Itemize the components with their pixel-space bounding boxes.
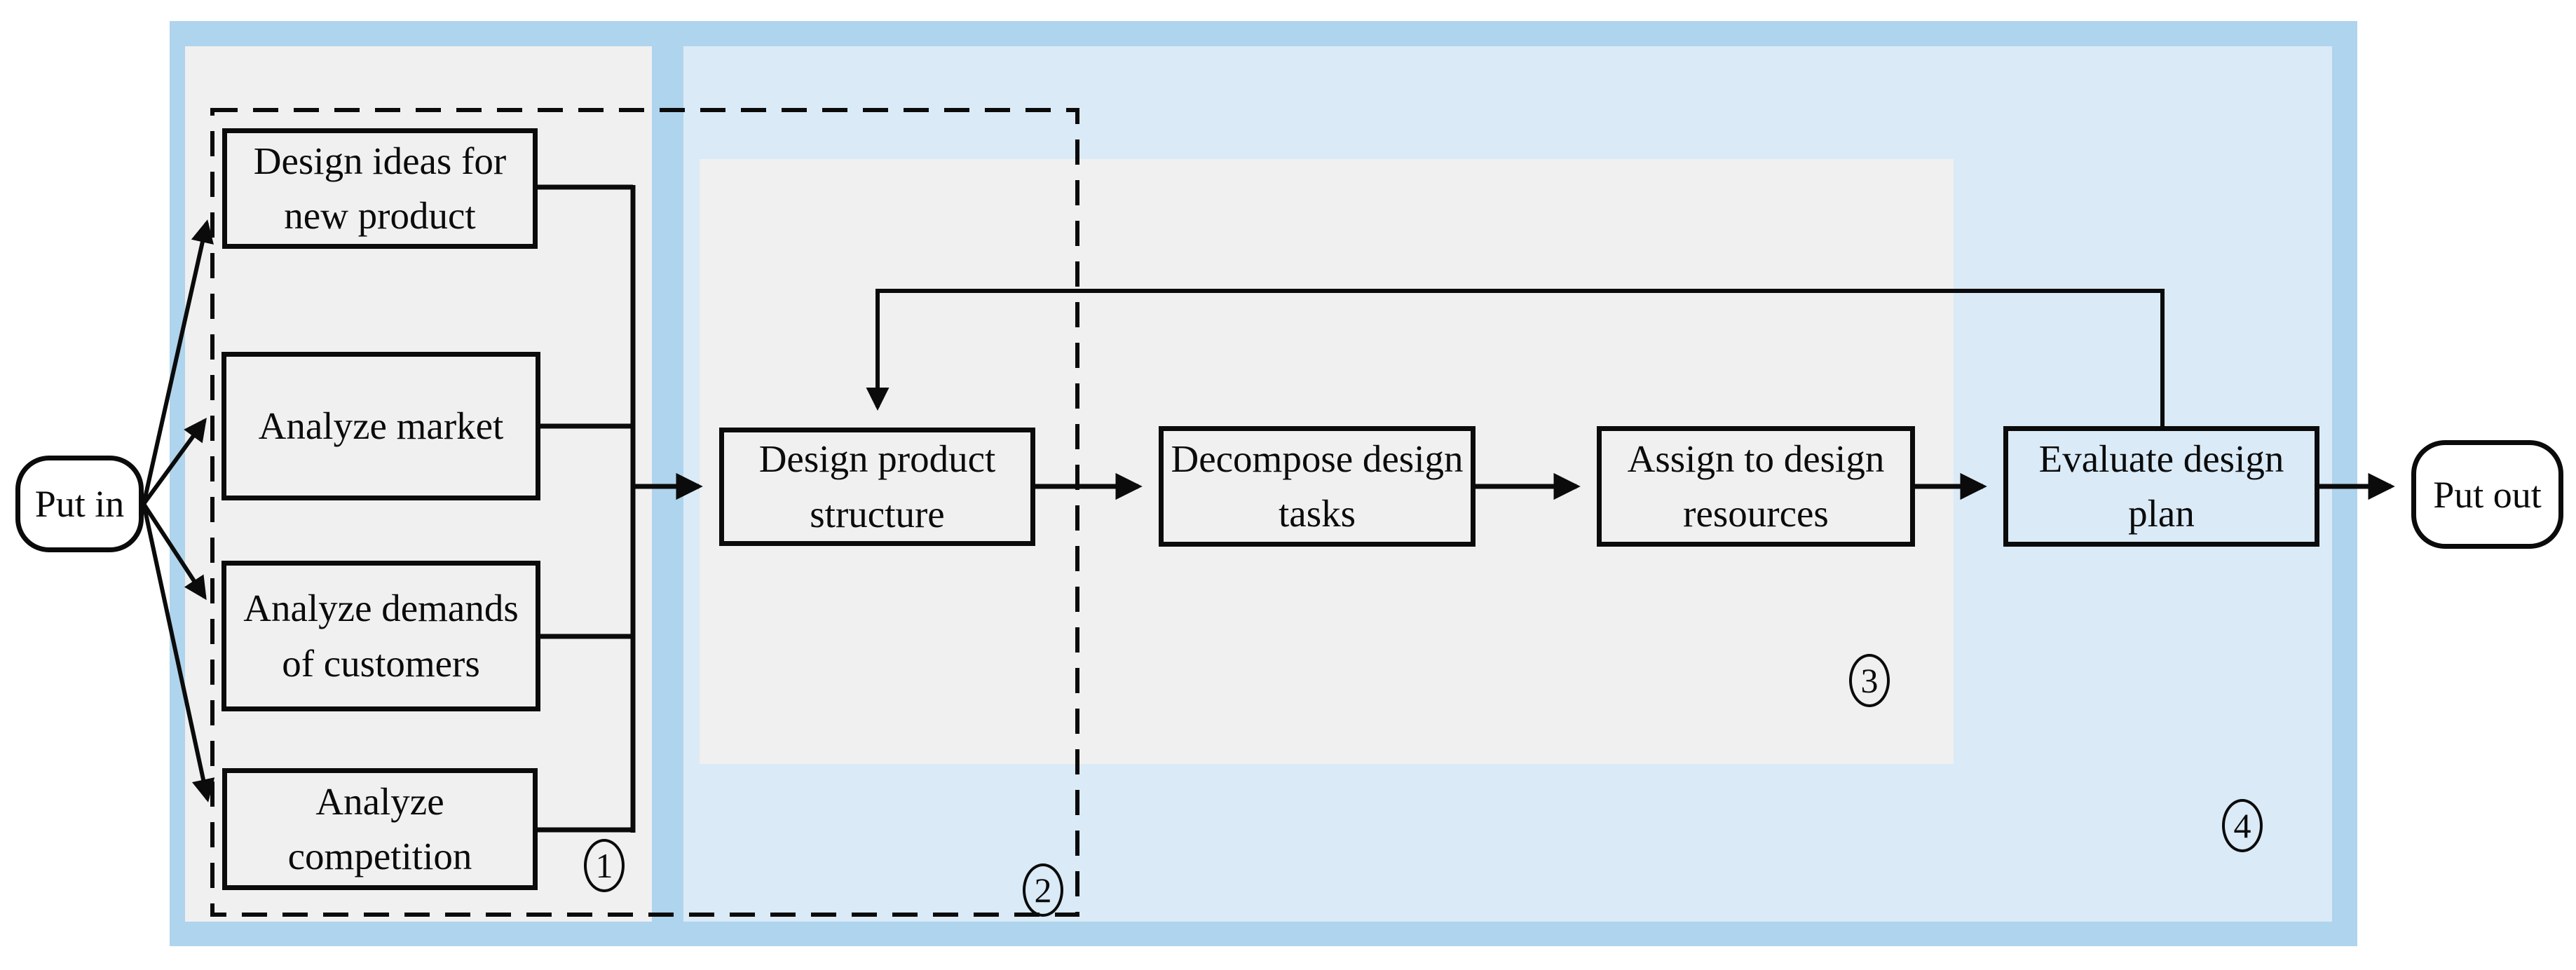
region-1-number: 1 [595, 846, 613, 885]
terminal-put-in: Put in [15, 456, 144, 552]
region-2-badge: 2 [1023, 863, 1063, 917]
region-3-number: 3 [1860, 661, 1879, 700]
box-assign-design-resources-label: Assign to design resources [1627, 437, 1885, 535]
box-design-product-structure-label: Design product structure [758, 437, 996, 535]
box-analyze-competition: Analyze competition [222, 768, 538, 890]
box-decompose-design-tasks: Decompose design tasks [1159, 426, 1476, 547]
box-assign-design-resources: Assign to design resources [1597, 426, 1915, 547]
region-3-badge: 3 [1849, 654, 1890, 707]
box-analyze-market: Analyze market [222, 352, 540, 500]
terminal-put-out: Put out [2411, 440, 2563, 549]
box-analyze-market-label: Analyze market [258, 404, 504, 447]
box-evaluate-design-plan-label: Evaluate design plan [2038, 437, 2284, 535]
terminal-put-in-label: Put in [34, 483, 125, 525]
box-decompose-design-tasks-label: Decompose design tasks [1171, 437, 1464, 535]
region-4-number: 4 [2233, 806, 2251, 845]
region-1-badge: 1 [584, 839, 625, 892]
terminal-put-out-label: Put out [2433, 473, 2542, 516]
box-design-product-structure: Design product structure [719, 428, 1035, 546]
box-evaluate-design-plan: Evaluate design plan [2003, 426, 2319, 547]
box-design-ideas-label: Design ideas for new product [253, 139, 507, 237]
box-design-ideas: Design ideas for new product [222, 128, 538, 249]
box-analyze-demands: Analyze demands of customers [222, 561, 540, 711]
box-analyze-demands-label: Analyze demands of customers [243, 587, 519, 685]
box-analyze-competition-label: Analyze competition [287, 779, 472, 877]
region-2-number: 2 [1034, 870, 1052, 910]
region-4-badge: 4 [2222, 799, 2263, 852]
